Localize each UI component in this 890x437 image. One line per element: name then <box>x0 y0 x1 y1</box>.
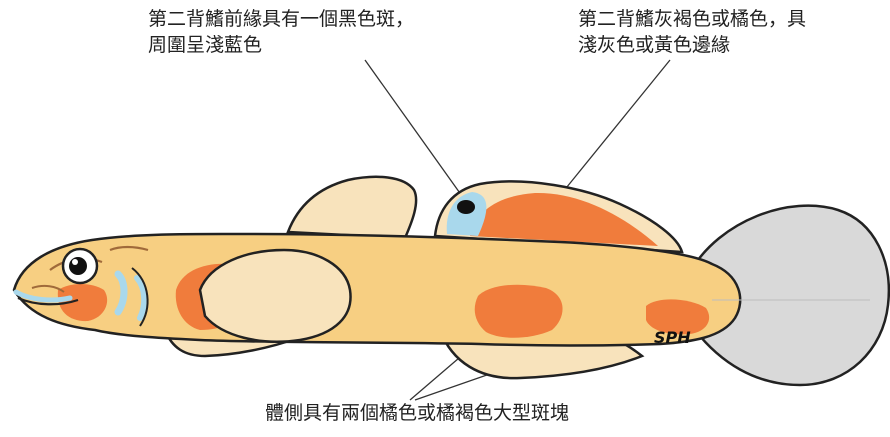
annotation-side-blotches: 體側具有兩個橘色或橘褐色大型斑塊 <box>265 400 569 426</box>
second-dorsal-fin-blue-patch <box>446 192 487 236</box>
rear-body-orange-blotch <box>646 299 710 335</box>
head-brown-mark-3 <box>31 284 65 293</box>
second-dorsal-fin-orange-band <box>470 192 658 246</box>
leader-line-dorsal-spot <box>364 59 463 197</box>
head-brown-mark-2 <box>109 245 149 252</box>
annotation-dorsal-spot-line1: 第二背鰭前緣具有一個黑色斑， <box>148 8 415 30</box>
head-orange-blotch-lower <box>57 284 108 322</box>
annotation-dorsal-spot: 第二背鰭前緣具有一個黑色斑， 周圍呈淺藍色 <box>148 6 414 58</box>
first-dorsal-fin <box>286 175 418 240</box>
eye-pupil <box>69 257 87 275</box>
gill-blue-mark-1 <box>114 270 128 316</box>
annotation-dorsal-color: 第二背鰭灰褐色或橘色，具 淺灰色或黃色邊緣 <box>578 6 806 58</box>
gill-blue-mark-2 <box>134 275 148 321</box>
annotation-dorsal-color-line2: 淺灰色或黃色邊緣 <box>578 34 731 56</box>
pectoral-fin <box>198 248 352 343</box>
upper-lip <box>13 289 73 303</box>
mid-body-orange-blotch <box>474 284 563 338</box>
caudal-fin <box>688 204 890 387</box>
annotation-dorsal-spot-line2: 周圍呈淺藍色 <box>148 34 263 56</box>
annotation-dorsal-color-line1: 第二背鰭灰褐色或橘色，具 <box>578 8 807 30</box>
annotation-side-blotches-line1: 體側具有兩個橘色或橘褐色大型斑塊 <box>265 402 570 424</box>
gill-line <box>131 267 149 327</box>
eye-highlight <box>72 259 78 265</box>
second-dorsal-black-spot <box>457 200 475 214</box>
artist-signature: SPH <box>654 328 691 347</box>
mouth-line <box>17 296 79 306</box>
